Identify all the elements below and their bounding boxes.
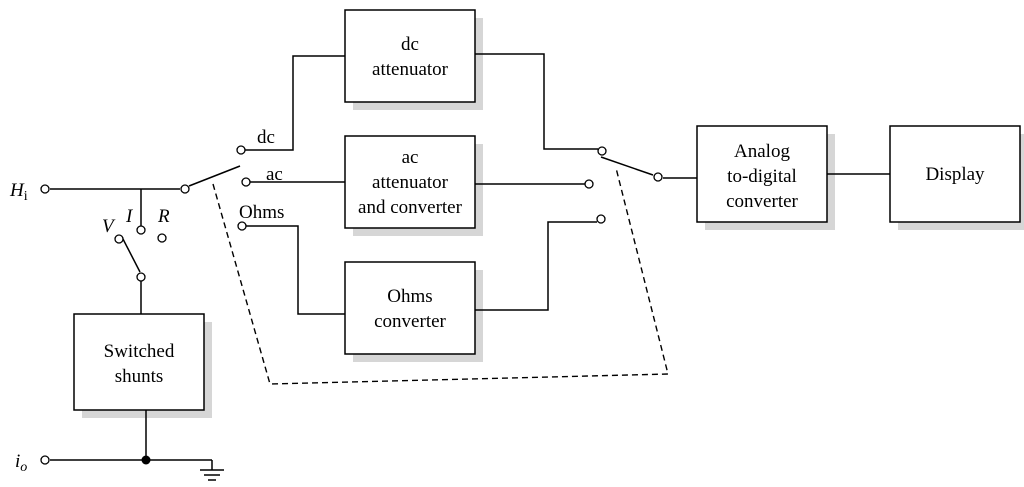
ac-contact-label: ac: [266, 164, 283, 185]
r-contact: [157, 233, 167, 243]
vir-switch-blade: [122, 238, 141, 273]
ohms-contact-label: Ohms: [239, 202, 284, 223]
i-label: I: [125, 206, 134, 227]
adc-label-3: converter: [726, 191, 798, 212]
ohms-converter-label-2: converter: [374, 311, 446, 332]
dc-attenuator-label-1: dc: [401, 34, 419, 55]
dc-output-wire: [475, 53, 598, 150]
v-contact: [114, 234, 124, 244]
ac-output-contact: [584, 179, 594, 189]
switched-shunts-block: Switched shunts: [73, 313, 205, 411]
ohms-converter-block: Ohms converter: [344, 261, 476, 355]
ohms-contact: [237, 221, 247, 231]
i-contact: [136, 225, 146, 235]
output-switch-pivot: [653, 172, 663, 182]
ac-contact: [241, 177, 251, 187]
ac-attenuator-label-2: attenuator: [372, 172, 449, 193]
hi-terminal: [40, 184, 50, 194]
v-label: V: [102, 216, 116, 237]
ac-attenuator-block: ac attenuator and converter: [344, 135, 476, 229]
switched-shunts-label-2: shunts: [115, 366, 164, 387]
r-label: R: [157, 206, 170, 227]
switched-shunts-label-1: Switched: [104, 341, 175, 362]
adc-label-2: to-digital: [727, 166, 797, 187]
dc-attenuator-block: dc attenuator: [344, 9, 476, 103]
ac-attenuator-label-1: ac: [402, 147, 419, 168]
output-switch-blade: [600, 156, 654, 176]
input-high-label: Hi: [9, 180, 28, 204]
adc-block: Analog to-digital converter: [696, 125, 828, 223]
vir-switch-pivot: [136, 272, 146, 282]
io-terminal: [40, 455, 50, 465]
ohms-output-contact: [596, 214, 606, 224]
ground-symbol: [200, 460, 224, 481]
adc-label-1: Analog: [734, 141, 790, 162]
input-low-label: io: [15, 451, 27, 475]
function-switch-pivot: [180, 184, 190, 194]
function-switch-blade: [188, 165, 241, 187]
dc-contact: [236, 145, 246, 155]
common-junction-dot: [141, 455, 151, 465]
ohms-output-wire: [475, 221, 597, 311]
ohms-converter-label-1: Ohms: [387, 286, 432, 307]
dc-contact-label: dc: [257, 127, 275, 148]
dc-attenuator-label-2: attenuator: [372, 59, 449, 80]
dc-output-contact: [597, 146, 607, 156]
ac-attenuator-label-3: and converter: [358, 197, 463, 218]
switch-ganging-link: [212, 167, 669, 385]
display-label: Display: [925, 164, 985, 185]
display-block: Display: [889, 125, 1021, 223]
ohms-input-wire: [246, 225, 345, 315]
dc-input-wire: [245, 55, 345, 151]
